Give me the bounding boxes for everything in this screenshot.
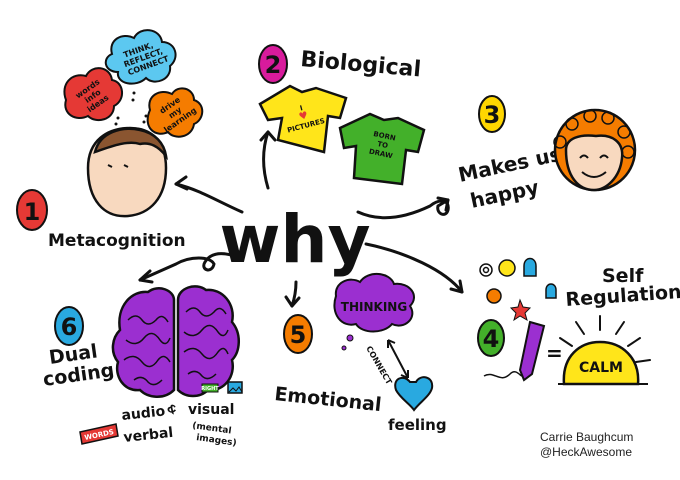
label-regulation: Regulation: [565, 281, 680, 311]
label-metacognition: Metacognition: [48, 231, 186, 251]
brain-right-icon: [176, 285, 240, 398]
thinking-text: THINKING: [341, 300, 407, 314]
arrow-to-biological: [262, 130, 270, 190]
author-name: Carrie Baughcum: [540, 430, 634, 444]
label-biological: Biological: [299, 47, 422, 82]
bubble-orange: [146, 87, 204, 138]
arrowhead: [436, 196, 450, 212]
shirt-green-text: TO: [377, 140, 389, 150]
number-badge-4: [477, 319, 505, 357]
number-badge-5: [283, 314, 313, 354]
pencil-icon: [518, 320, 546, 382]
happy-face-icon: [564, 134, 624, 192]
feeling-text: feeling: [388, 416, 447, 434]
hair-icon: [93, 127, 168, 161]
bubble-red: [63, 67, 123, 122]
star-icon: [509, 298, 532, 322]
number-3: 3: [484, 101, 501, 129]
node-dual-coding: 6 Dual coding WORDS audio & verbal RIGHT…: [42, 285, 243, 449]
visual-text: visual: [188, 402, 234, 418]
number-4: 4: [483, 325, 500, 353]
arrowhead: [138, 269, 154, 284]
node-biological: 2 Biological I ♥ PICTURES BORN TO DRAW: [258, 44, 426, 186]
number-2: 2: [265, 51, 282, 79]
connect-text: CONNECT: [364, 345, 393, 387]
number-badge-3: [478, 95, 506, 133]
center-title: why: [220, 201, 371, 278]
sun-icon: [562, 340, 640, 386]
heart-icon: ♥: [298, 110, 310, 123]
thinking-cloud: [333, 273, 415, 333]
eyes-icon: [107, 164, 129, 168]
right-tag: [201, 383, 219, 393]
number-1: 1: [24, 198, 41, 226]
yellow-shirt-icon: [258, 84, 348, 154]
number-5: 5: [290, 321, 307, 349]
thought-dots: [114, 91, 148, 126]
arrow-to-self-regulation: [364, 242, 464, 294]
ampersand-text: &: [165, 401, 180, 417]
author-handle: @HeckAwesome: [540, 445, 632, 459]
shirt-yellow-text: I: [299, 104, 304, 112]
arrowhead: [449, 279, 464, 294]
arrowhead: [387, 339, 409, 379]
brain-left-icon: [111, 287, 176, 398]
verbal-text: verbal: [123, 425, 174, 446]
label-self: Self: [602, 265, 644, 287]
calm-text: CALM: [579, 360, 623, 376]
emotion-doodles: [479, 257, 557, 322]
sun-rays-icon: [559, 315, 651, 363]
squiggle-line: [483, 371, 523, 379]
ghost-icon: [523, 257, 537, 277]
node-self-regulation: Self Regulation 4 = CALM: [477, 257, 680, 386]
bubble-blue: [104, 29, 177, 85]
green-shirt-icon: [338, 112, 426, 186]
arrow-to-dual-coding: [138, 252, 242, 282]
blue-heart-icon: [394, 376, 434, 412]
audio-text: audio: [121, 403, 167, 424]
author-credit: Carrie Baughcum @HeckAwesome: [540, 430, 676, 460]
connect-arrow: [387, 339, 409, 379]
node-happy: 3 Makes us happy: [456, 95, 637, 213]
thought-dot: [346, 334, 354, 342]
words-tag: [79, 423, 119, 445]
label-emotional: Emotional: [273, 383, 382, 416]
thought-dot: [341, 345, 347, 351]
picture-icon-detail: [228, 386, 243, 393]
arrowhead: [174, 175, 189, 191]
arrow-to-happy: [356, 198, 450, 220]
number-badge-2: [258, 44, 288, 84]
picture-icon: [227, 381, 243, 394]
flower-icon: [486, 288, 502, 304]
number-badge-1: [16, 189, 48, 231]
brain-folds: [123, 307, 229, 386]
ghost-icon: [545, 283, 557, 299]
connector-arrows: [138, 130, 464, 308]
arrowhead: [259, 130, 277, 142]
equals-sign: =: [546, 341, 563, 365]
number-6: 6: [61, 313, 78, 341]
number-badge-6: [54, 306, 84, 346]
smiley-icon: [498, 259, 516, 277]
right-tag-text: RIGHT: [201, 386, 219, 392]
node-metacognition: words info ideas THINK, REFLECT, CONNECT…: [16, 29, 204, 251]
swirl-icon: [479, 263, 493, 277]
smile-icon: [579, 154, 609, 178]
curls-icon: [553, 109, 635, 159]
arrowhead: [284, 295, 301, 308]
images-text: images): [196, 433, 238, 449]
